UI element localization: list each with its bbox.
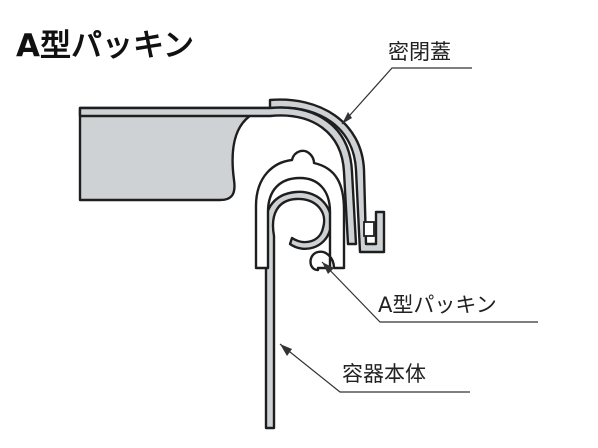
- sealed-lid-panel: [78, 98, 386, 254]
- diagram-title: A型パッキン: [16, 28, 194, 64]
- leader-arrow-body: [280, 344, 292, 356]
- sealed-lid: [78, 98, 386, 254]
- leader-arrow-gasket: [322, 262, 334, 274]
- sealed-lid-clip-slot: [363, 221, 375, 237]
- sealed-lid-edge: [78, 106, 358, 246]
- container-body-wall: [263, 190, 333, 430]
- label-container-body: 容器本体: [342, 362, 426, 386]
- label-a-type-gasket: A型パッキン: [378, 293, 497, 317]
- leader-line-gasket: [321, 261, 538, 323]
- container-body: [263, 190, 333, 430]
- leader-line-body: [279, 343, 470, 393]
- leader-line-lid: [341, 67, 472, 125]
- label-sealed-lid: 密閉蓋: [388, 40, 451, 64]
- leader-arrow-lid: [342, 112, 352, 124]
- a-type-gasket: [254, 149, 346, 272]
